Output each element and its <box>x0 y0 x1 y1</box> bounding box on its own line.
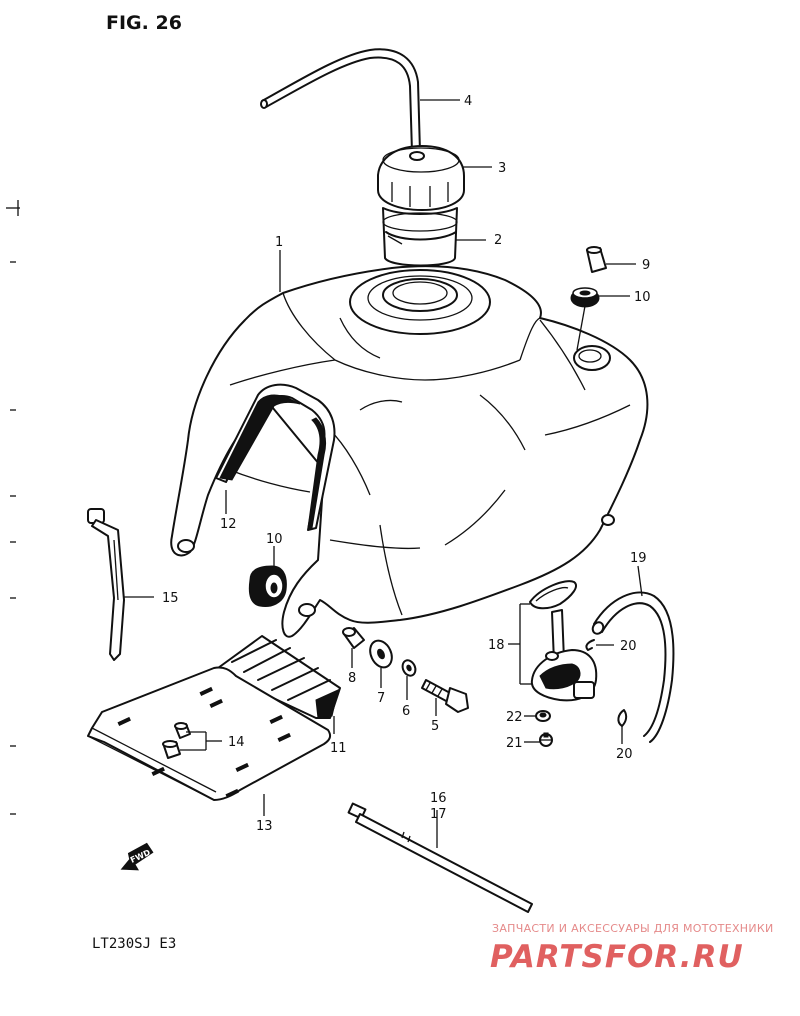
callout-1: 1 <box>275 235 283 250</box>
bracket-clamp <box>87 508 125 661</box>
breather-hose <box>260 48 421 153</box>
callout-4: 4 <box>464 94 472 109</box>
callout-17: 17 <box>430 807 447 822</box>
filler-neck <box>382 207 458 267</box>
callout-7: 7 <box>377 691 385 706</box>
callout-20-lower: 20 <box>616 747 633 762</box>
tank-cushion <box>215 383 336 531</box>
fuel-cock <box>529 580 598 702</box>
callout-11: 11 <box>330 741 347 756</box>
nut <box>535 710 551 722</box>
callout-3: 3 <box>498 161 506 176</box>
tank-cap-small <box>586 246 607 273</box>
callout-20-upper: 20 <box>620 639 637 654</box>
callout-14: 14 <box>228 735 245 750</box>
callout-5: 5 <box>431 719 439 734</box>
callout-15: 15 <box>162 591 179 606</box>
callout-6: 6 <box>402 704 410 719</box>
cable-tie <box>347 802 533 913</box>
callout-18: 18 <box>488 638 505 653</box>
callout-8: 8 <box>348 671 356 686</box>
fuel-tank <box>170 265 649 638</box>
grommet-top <box>570 287 600 308</box>
push-clips <box>162 722 191 759</box>
watermark: ЗАПЧАСТИ И АКСЕССУАРЫ ДЛЯ МОТОТЕХНИКИ PA… <box>490 922 774 975</box>
fuel-cap <box>377 145 465 211</box>
screw <box>539 732 553 747</box>
callout-16: 16 <box>430 791 447 806</box>
bolt <box>421 679 469 713</box>
callout-2: 2 <box>494 233 502 248</box>
lock-washer <box>401 659 417 677</box>
callout-19: 19 <box>630 551 647 566</box>
figure-title: FIG. 26 <box>106 12 182 34</box>
callout-9: 9 <box>642 258 650 273</box>
forward-label: FWD <box>129 848 152 865</box>
grommet-mid <box>248 565 287 607</box>
leader-lines <box>124 99 643 848</box>
hose-clip-upper <box>585 639 595 651</box>
heat-shield-plate <box>87 666 332 801</box>
washer-large <box>369 639 393 669</box>
model-code: LT230SJ E3 <box>92 936 176 952</box>
forward-arrow: FWD <box>120 842 154 871</box>
callout-21: 21 <box>506 736 523 751</box>
fuel-hose <box>591 591 675 743</box>
callout-10-mid: 10 <box>266 532 283 547</box>
callout-13: 13 <box>256 819 273 834</box>
hose-clip-lower <box>617 709 628 727</box>
watermark-tagline: ЗАПЧАСТИ И АКСЕССУАРЫ ДЛЯ МОТОТЕХНИКИ <box>492 922 774 935</box>
callout-22: 22 <box>506 710 523 725</box>
callout-10-top: 10 <box>634 290 651 305</box>
collar <box>342 627 365 649</box>
watermark-brand: PARTSFOR.RU <box>490 939 744 975</box>
callout-12: 12 <box>220 517 237 532</box>
margin-ticks <box>6 200 20 815</box>
part-labels: 1 2 3 4 5 6 7 8 9 10 10 11 12 13 14 15 1… <box>162 94 651 834</box>
